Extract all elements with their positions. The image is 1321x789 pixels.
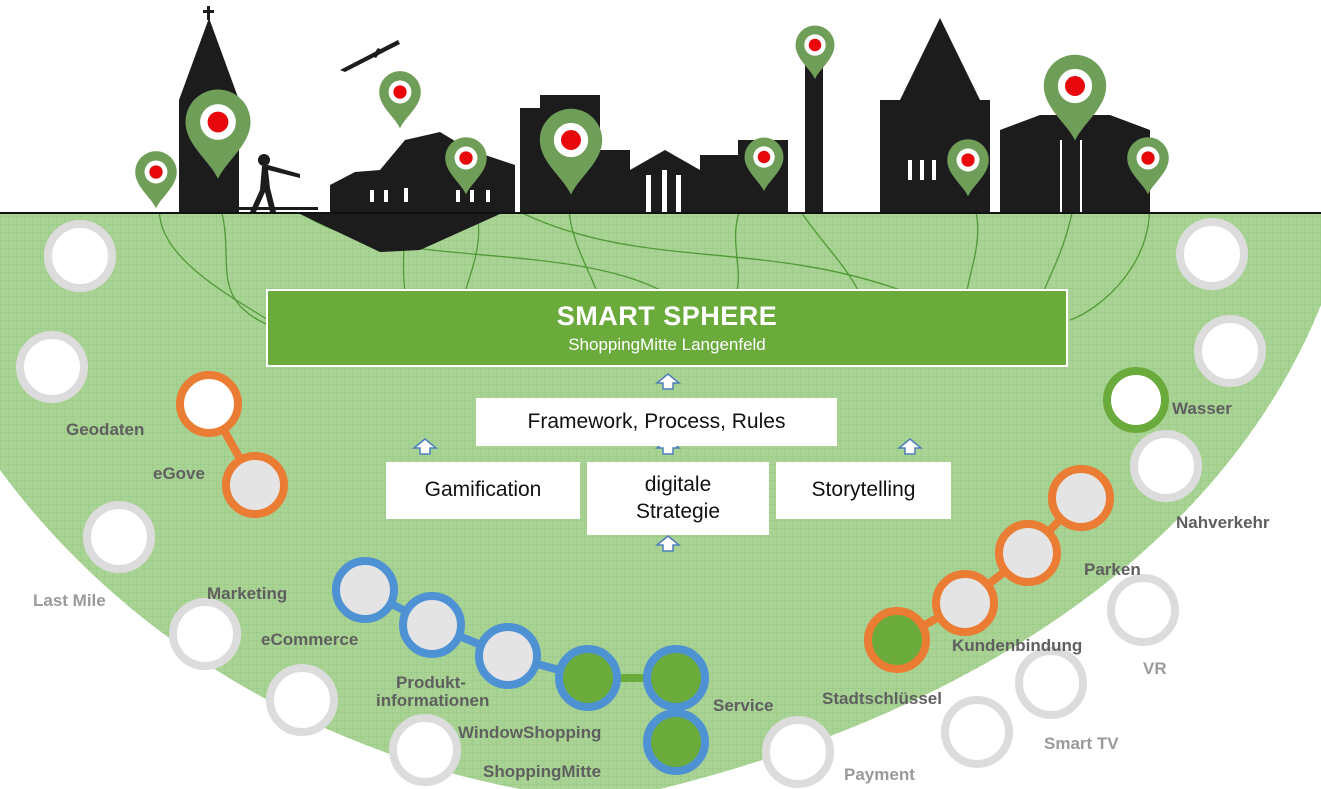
topic-nodes [16, 218, 1266, 788]
label-egove: eGove [153, 464, 205, 483]
title: SMART SPHERE [556, 301, 778, 331]
node-shoppingmitte [643, 709, 709, 775]
framework-box: Framework, Process, Rules [476, 398, 837, 446]
label-geodaten: Geodaten [66, 420, 145, 439]
node-nahverkehr [1048, 465, 1114, 531]
label-last-mile: Last Mile [33, 591, 106, 610]
pillar-digitale-strategie-label: digitale Strategie [635, 473, 721, 523]
pillar-digitale-strategie: digitale Strategie [587, 462, 769, 535]
pin-marker-icon [445, 137, 487, 195]
pin-marker-icon [379, 71, 421, 129]
subtitle: ShoppingMitte Langenfeld [568, 335, 766, 354]
up-arrow-icon [654, 438, 682, 455]
up-arrow-icon [654, 373, 682, 390]
pin-marker-icon [185, 89, 251, 179]
node-marketing-ring [169, 598, 241, 670]
location-pins [135, 25, 1169, 209]
pin-marker-icon [539, 108, 603, 195]
pin-marker-icon [135, 151, 177, 209]
label-produkt-line1: Produkt- [396, 673, 466, 692]
label-parken: Parken [1084, 560, 1141, 579]
skyline-windows [370, 140, 1082, 212]
pin-marker-icon [1127, 137, 1169, 195]
label-windowshopping: WindowShopping [458, 723, 602, 742]
pillar-gamification-label: Gamification [424, 478, 542, 502]
up-arrow-icon [411, 438, 439, 455]
pillar-storytelling-label: Storytelling [811, 478, 916, 502]
node-left [16, 331, 88, 403]
label-vr: VR [1143, 659, 1167, 678]
node-vr-ring [1015, 647, 1087, 719]
node-marketing [332, 557, 398, 623]
node-right [1194, 315, 1266, 387]
label-produktinformationen: Produkt- informationen [376, 673, 490, 710]
label-smart-tv: Smart TV [1044, 734, 1119, 753]
pillar-storytelling: Storytelling [776, 462, 951, 519]
node-vr [1107, 574, 1179, 646]
node-payment [762, 716, 834, 788]
up-arrow-icon [654, 535, 682, 552]
pin-marker-icon [744, 137, 784, 192]
pin-marker-icon [947, 139, 989, 197]
node-produkt-ring [389, 714, 461, 786]
label-ecommerce: eCommerce [261, 630, 359, 649]
node-kundenbindung [932, 570, 998, 636]
framework-label: Framework, Process, Rules [527, 409, 786, 433]
pillar-gamification: Gamification [386, 462, 580, 519]
pin-marker-icon [795, 25, 835, 80]
label-payment: Payment [844, 765, 915, 784]
node-stadtschluessel [864, 607, 930, 673]
label-kundenbindung: Kundenbindung [952, 636, 1083, 655]
node-windowshopping [555, 645, 621, 711]
smart-sphere-banner: SMART SPHERE ShoppingMitte Langenfeld [266, 289, 1068, 367]
node-service [643, 645, 709, 711]
label-produkt-line2: informationen [376, 690, 490, 710]
up-arrow-icon [896, 438, 924, 455]
node-last-mile [83, 501, 155, 573]
label-service: Service [713, 696, 774, 715]
label-wasser: Wasser [1172, 399, 1232, 418]
up-arrows [411, 373, 924, 552]
node-egove [222, 452, 288, 518]
pin-marker-icon [1043, 54, 1107, 141]
label-shoppingmitte: ShoppingMitte [483, 762, 602, 781]
node-parken [995, 520, 1061, 586]
node-ecommerce-ring [266, 664, 338, 736]
node-ecommerce [399, 592, 465, 658]
label-stadtschluessel: Stadtschlüssel [822, 689, 942, 708]
node-top-right [1176, 218, 1248, 290]
node-nahverkehr-ring [1130, 430, 1202, 502]
node-geodaten [176, 371, 242, 437]
node-top-left [44, 220, 116, 292]
glider-icon [340, 40, 400, 72]
label-nahverkehr: Nahverkehr [1176, 513, 1270, 532]
node-produktinformationen [475, 623, 541, 689]
node-smart-tv-ring [941, 696, 1013, 768]
label-marketing: Marketing [207, 584, 288, 603]
node-wasser [1103, 367, 1169, 433]
